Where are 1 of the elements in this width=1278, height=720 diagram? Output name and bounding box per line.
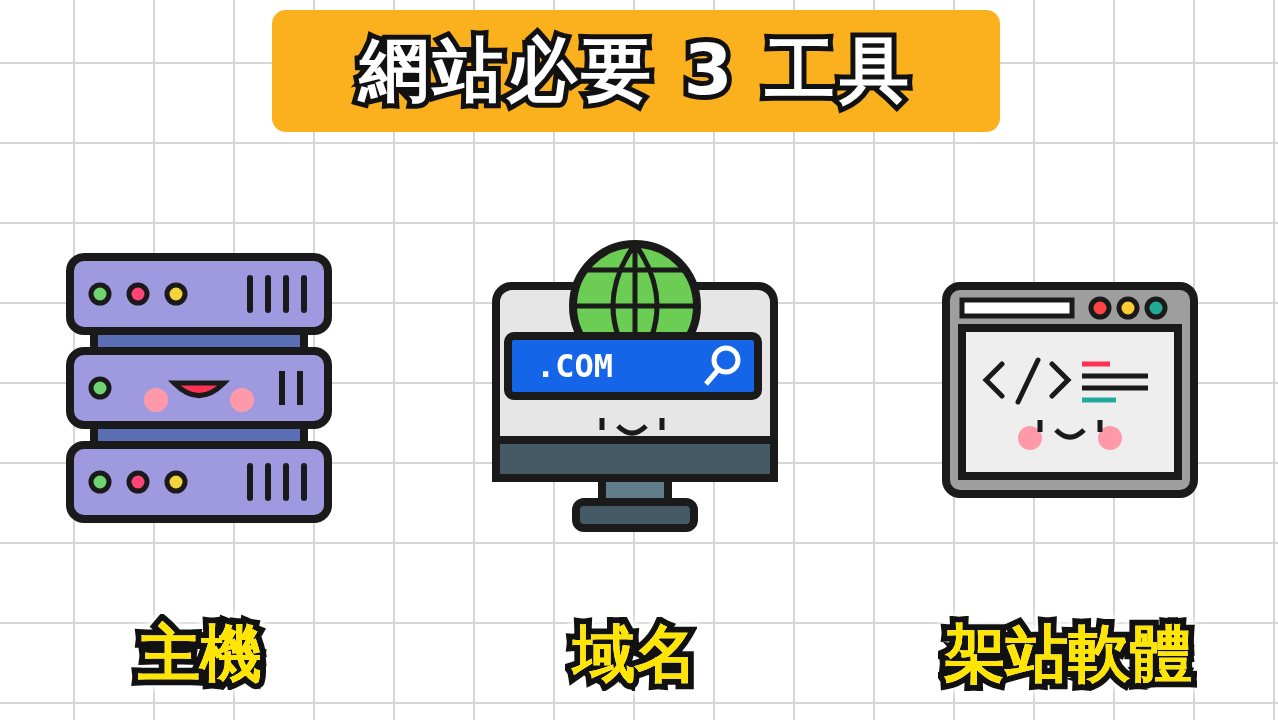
domain-extension-text: .COM [536,347,614,385]
